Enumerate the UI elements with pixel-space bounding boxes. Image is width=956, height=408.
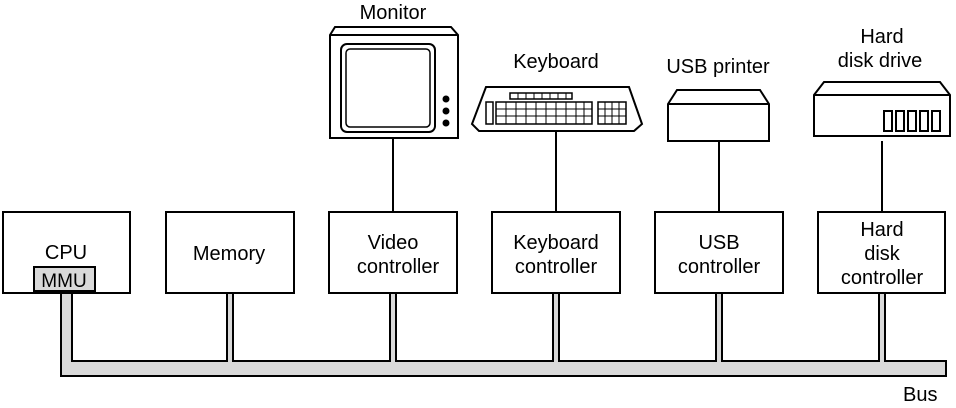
hdd-label-line1: Hard [860,26,903,48]
monitor-label: Monitor [360,2,427,24]
keyboard-label: Keyboard [513,51,599,73]
bus-label: Bus [903,384,937,403]
mmu-box [33,266,96,292]
device-cables [392,131,883,212]
usb-controller-label-line1: USB [698,232,739,254]
mmu-label: MMU [41,271,86,292]
video-controller-label-line1: Video [368,232,419,254]
hdd-icon [813,81,951,137]
cpu-label: CPU [45,242,87,264]
bus-shape [60,292,947,377]
disk-controller-label-line3: controller [841,267,924,289]
keyboard-controller-box: Keyboard controller [491,211,621,294]
hdd-label-line2: disk drive [838,50,922,72]
monitor-icon [329,26,459,139]
printer-label: USB printer [666,56,770,78]
memory-label: Memory [193,243,265,265]
disk-controller-label-line2: disk [864,243,901,265]
printer-icon [667,89,770,142]
disk-controller-box: Hard disk controller [817,211,946,294]
cpu-box: CPU MMU [2,211,131,294]
disk-controller-label-line1: Hard [860,219,903,241]
keyboard-controller-label-line1: Keyboard [513,232,599,254]
keyboard-controller-label-line2: controller [515,256,598,278]
keyboard-icon [470,86,644,132]
video-controller-label-line2: controller [357,256,440,278]
video-controller-box: Video controller [328,211,458,294]
memory-box: Memory [165,211,295,294]
usb-controller-label-line2: controller [678,256,761,278]
bus [60,292,947,377]
usb-controller-box: USB controller [654,211,784,294]
